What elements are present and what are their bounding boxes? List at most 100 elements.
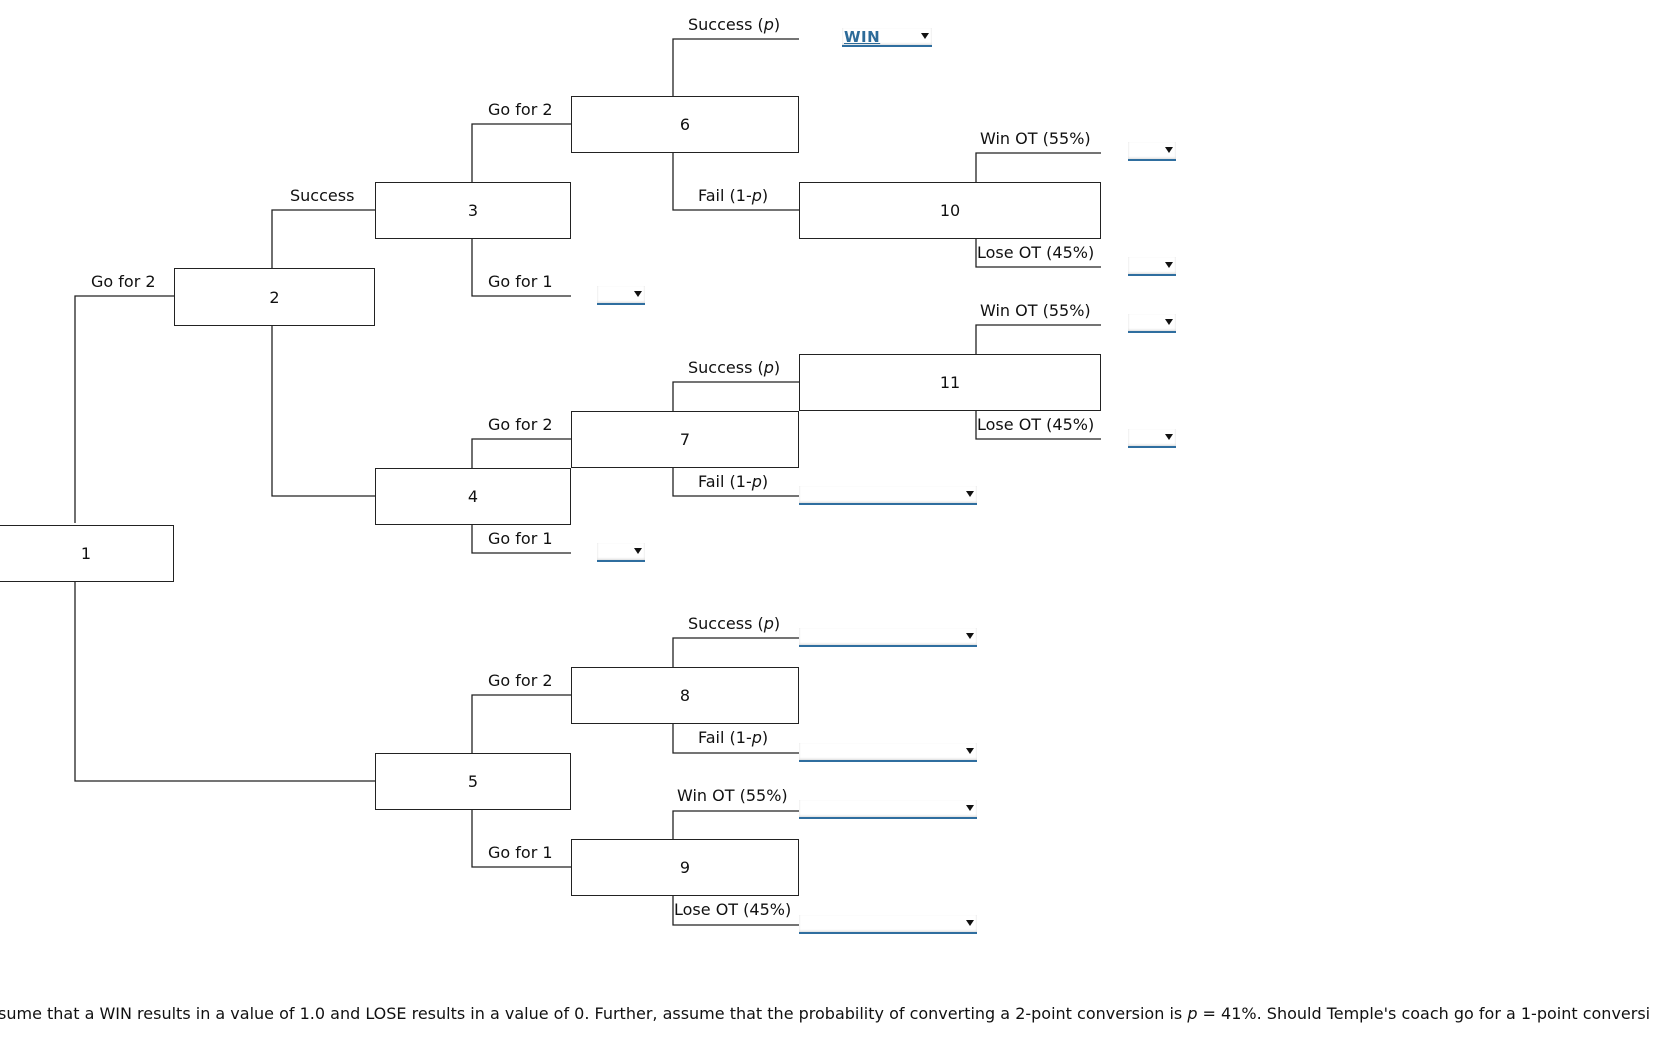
outcome-dropdown-3-go1[interactable] (597, 286, 645, 305)
decision-node-1: 1 (0, 525, 174, 582)
connector-6-success (672, 38, 799, 96)
connector-5-9 (471, 810, 571, 868)
node-7-label: 7 (679, 430, 691, 449)
outcome-dropdown-10-lose[interactable] (1128, 257, 1176, 276)
outcome-dropdown-6-success[interactable]: WIN (842, 28, 932, 47)
branch-label-text: Fail (1- (698, 472, 752, 491)
branch-label-text: Fail (1- (698, 728, 752, 747)
connector-7-11 (672, 381, 799, 411)
p-symbol: p (763, 614, 774, 633)
node-3-label: 3 (467, 201, 479, 220)
chance-node-2: 2 (174, 268, 375, 326)
branch-label: Success (p) (688, 614, 781, 633)
connector-8-success (672, 637, 799, 667)
branch-label: Win OT (55%) (980, 301, 1091, 320)
connector-1-2 (74, 295, 174, 523)
branch-label: Lose OT (45%) (977, 415, 1095, 434)
branch-label: Success (p) (688, 358, 781, 377)
branch-label-text: Success (688, 15, 753, 34)
connector-3-go1 (471, 239, 571, 297)
chevron-down-icon (634, 291, 642, 297)
chance-node-8: 8 (571, 667, 799, 724)
connector-10-lose (975, 239, 1101, 268)
connector-3-6 (471, 123, 571, 182)
node-6-label: 6 (679, 115, 691, 134)
connector-6-10 (672, 153, 799, 211)
p-symbol: p (751, 472, 762, 491)
chance-node-7: 7 (571, 411, 799, 468)
branch-label: Win OT (55%) (980, 129, 1091, 148)
node-8-label: 8 (679, 686, 691, 705)
branch-label: Go for 2 (488, 100, 553, 119)
outcome-dropdown-11-win[interactable] (1128, 314, 1176, 333)
connector-4-go1 (471, 525, 571, 554)
node-1-label: 1 (80, 544, 92, 563)
outcome-dropdown-9-lose[interactable] (799, 915, 977, 934)
chevron-down-icon (1165, 319, 1173, 325)
chevron-down-icon (921, 33, 929, 39)
chevron-down-icon (1165, 434, 1173, 440)
chance-node-9: 9 (571, 839, 799, 896)
chevron-down-icon (966, 805, 974, 811)
branch-label: Fail (1-p) (698, 472, 769, 491)
branch-label: Go for 1 (488, 843, 553, 862)
node-2-label: 2 (269, 287, 280, 307)
outcome-dropdown-9-win[interactable] (799, 800, 977, 819)
outcome-dropdown-10-win[interactable] (1128, 142, 1176, 161)
outcome-dropdown-8-fail[interactable] (799, 743, 977, 762)
outcome-dropdown-4-go1[interactable] (597, 543, 645, 562)
node-4-label: 4 (467, 487, 479, 506)
connector-5-8 (471, 694, 571, 753)
connector-11-win (975, 324, 1101, 354)
branch-label: Go for 1 (488, 272, 553, 291)
node-9-label: 9 (679, 858, 691, 877)
branch-label: Fail (1-p) (698, 186, 769, 205)
chevron-down-icon (966, 633, 974, 639)
p-symbol: p (751, 186, 762, 205)
branch-label: Lose OT (45%) (977, 243, 1095, 262)
connector-9-lose (672, 896, 799, 926)
connector-4-7 (471, 438, 571, 468)
connector-1-5 (74, 581, 375, 782)
connector-11-lose (975, 411, 1101, 440)
branch-label-text: Success (688, 614, 753, 633)
p-symbol: p (1187, 1004, 1198, 1023)
chevron-down-icon (966, 491, 974, 497)
decision-node-3: 3 (375, 182, 571, 239)
connector-9-win (672, 810, 799, 839)
chance-node-11: 11 (799, 354, 1101, 411)
chevron-down-icon (634, 548, 642, 554)
outcome-dropdown-7-fail[interactable] (799, 486, 977, 505)
connector-2-4 (271, 325, 375, 497)
chance-node-6: 6 (571, 96, 799, 153)
branch-label: Go for 2 (488, 671, 553, 690)
branch-label: Go for 1 (488, 529, 553, 548)
branch-label: Success (290, 186, 355, 205)
dropdown-selected-value: WIN (844, 28, 881, 46)
branch-label: Go for 2 (91, 272, 156, 291)
p-symbol: p (763, 358, 774, 377)
branch-label: Go for 2 (488, 415, 553, 434)
p-symbol: p (751, 728, 762, 747)
chevron-down-icon (1165, 147, 1173, 153)
connector-8-fail (672, 724, 799, 754)
decision-node-4: 4 (375, 468, 571, 525)
chevron-down-icon (966, 920, 974, 926)
chevron-down-icon (966, 748, 974, 754)
question-text: sume that a WIN results in a value of 1.… (0, 1004, 1669, 1024)
decision-node-5: 5 (375, 753, 571, 810)
branch-label: Lose OT (45%) (674, 900, 792, 919)
branch-label-text: Fail (1- (698, 186, 752, 205)
outcome-dropdown-11-lose[interactable] (1128, 429, 1176, 448)
outcome-dropdown-8-success[interactable] (799, 628, 977, 647)
chevron-down-icon (1165, 262, 1173, 268)
question-text-part1: sume that a WIN results in a value of 1.… (0, 1004, 1188, 1023)
node-5-label: 5 (467, 772, 479, 791)
connector-10-win (975, 152, 1101, 182)
branch-label-text: Success (688, 358, 753, 377)
branch-label: Fail (1-p) (698, 728, 769, 747)
branch-label: Win OT (55%) (677, 786, 788, 805)
question-text-part2: = 41%. Should Temple's coach go for a 1-… (1197, 1004, 1651, 1023)
node-10-label: 10 (939, 201, 961, 220)
